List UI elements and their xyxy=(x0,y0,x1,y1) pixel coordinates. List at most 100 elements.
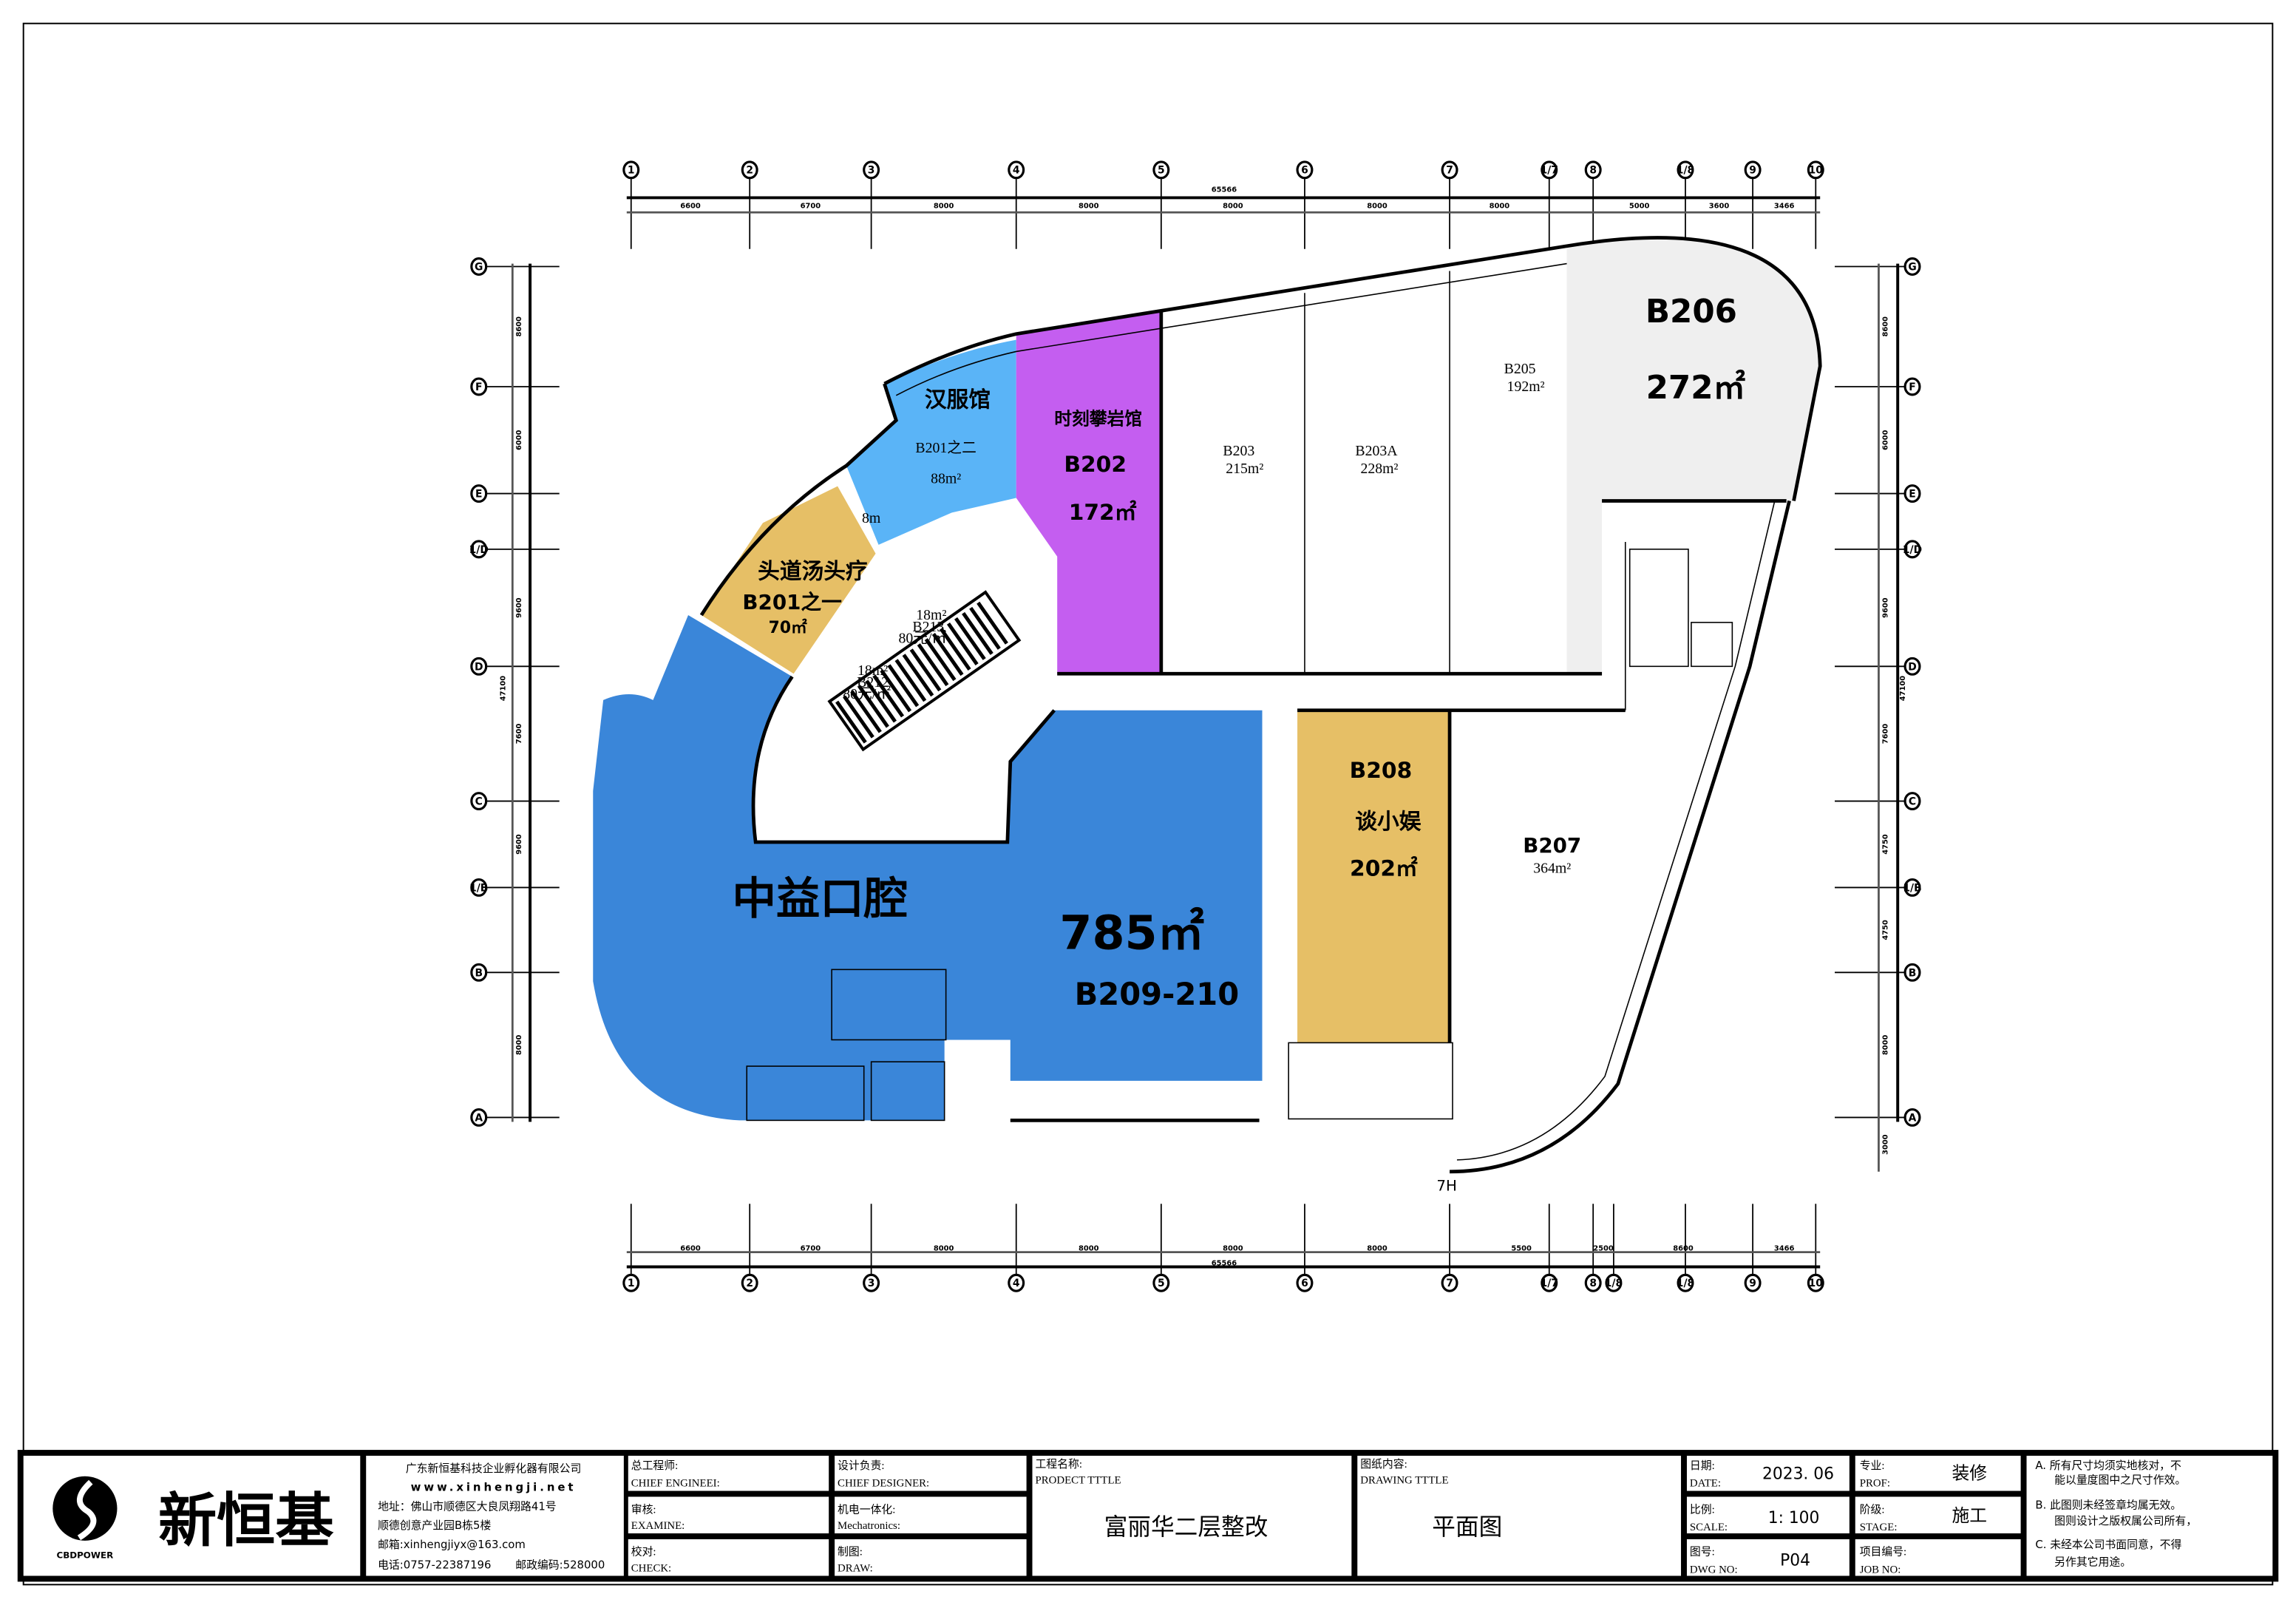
dwg-no-label-en: DWG NO: xyxy=(1690,1564,1738,1576)
axis-bubble-right: 1/D xyxy=(1903,540,1922,559)
svg-text:6: 6 xyxy=(1301,1278,1308,1289)
label-b205-area: 192m² xyxy=(1507,379,1545,395)
label-b206-area: 272㎡ xyxy=(1646,370,1746,407)
label-b212-code: B212 xyxy=(857,674,889,691)
logo-subtext: CBDPOWER xyxy=(56,1550,113,1561)
axis-bubble-right: D xyxy=(1903,657,1921,676)
room-b201a-fill[interactable] xyxy=(701,486,876,674)
outer-wall-east xyxy=(1450,500,1791,1174)
dimension-label: 3600 xyxy=(1709,202,1730,210)
total-height-label: 47100 xyxy=(499,676,507,702)
axis-bubble-left: C xyxy=(470,792,488,811)
axis-bubble-bottom: 6 xyxy=(1296,1273,1314,1292)
axis-bubble-bottom: 10 xyxy=(1807,1273,1824,1292)
date-label-en: DATE: xyxy=(1690,1478,1721,1490)
svg-text:2: 2 xyxy=(746,1278,753,1289)
room-b206-fill[interactable] xyxy=(1566,237,1821,674)
axis-bubble-right: A xyxy=(1903,1108,1921,1127)
dimension-label: 8000 xyxy=(1223,202,1243,210)
axis-bubble-bottom: 4 xyxy=(1008,1273,1025,1292)
dimension-label: 8000 xyxy=(934,202,954,210)
check-label-en: CHECK: xyxy=(631,1562,671,1574)
label-b208-area: 202㎡ xyxy=(1350,856,1418,882)
label-b209-name: 中益口腔 xyxy=(732,874,908,925)
title-block-cell xyxy=(1686,1496,1850,1533)
company-email: 邮箱:xinhengjiyx@163.com xyxy=(378,1538,526,1551)
dimension-label: 8000 xyxy=(1490,202,1510,210)
svg-text:6: 6 xyxy=(1301,165,1308,177)
axis-bubble-left: A xyxy=(470,1108,488,1127)
note-a-1: A. 所有尺寸均须实地核对，不 xyxy=(2035,1459,2181,1472)
room-b208-fill[interactable] xyxy=(1297,710,1450,1043)
title-block: CBDPOWER 新恒基 广东新恒基科技企业孵化器有限公司 www.xinhen… xyxy=(17,1450,2279,1582)
drawing-title-value: 平面图 xyxy=(1432,1514,1502,1541)
label-b201b-note: 8m xyxy=(862,510,881,526)
dimension-label: 9600 xyxy=(515,597,523,618)
room-b201b-fill[interactable] xyxy=(846,339,1016,545)
dimension-label: 8000 xyxy=(1223,1245,1243,1253)
svg-text:D: D xyxy=(475,661,483,673)
company-address-2: 顺德创意产业园B栋5楼 xyxy=(378,1519,491,1532)
examine-label-en: EXAMINE: xyxy=(631,1520,685,1532)
axis-bubble-top: 3 xyxy=(863,160,880,180)
title-block-cell xyxy=(2026,1456,2273,1576)
title-block-cell xyxy=(1686,1456,1850,1491)
scale-label-en: SCALE: xyxy=(1690,1522,1728,1533)
draw-label-en: DRAW: xyxy=(838,1562,873,1574)
axis-bubble-top: 10 xyxy=(1807,160,1824,180)
axis-bubble-bottom: 7 xyxy=(1441,1273,1458,1292)
axis-bubble-top: 7 xyxy=(1441,160,1458,180)
title-block-cell xyxy=(366,1456,624,1576)
dimension-label: 7600 xyxy=(1881,724,1889,745)
date-label: 日期: xyxy=(1690,1459,1715,1472)
logo-text: 新恒基 xyxy=(158,1486,334,1555)
axis-bubble-right: 1/B xyxy=(1903,878,1922,897)
chief-engineer-label: 总工程师: xyxy=(631,1459,679,1472)
stage-value: 施工 xyxy=(1952,1505,1988,1526)
axis-bubble-top: 1/7 xyxy=(1541,160,1558,180)
label-b203-area: 215m² xyxy=(1226,461,1263,477)
axis-bubble-top: 2 xyxy=(741,160,758,180)
svg-text:2: 2 xyxy=(746,165,753,177)
dimension-label: 8600 xyxy=(1673,1245,1694,1253)
axis-bubble-top: 1/8 xyxy=(1677,160,1694,180)
dimension-label: 6700 xyxy=(801,1245,821,1253)
title-block-cell xyxy=(835,1539,1027,1576)
designer-label: 设计负责: xyxy=(838,1459,884,1472)
dimension-label: 9600 xyxy=(1881,597,1889,618)
restroom xyxy=(870,1061,945,1122)
dimension-label: 8600 xyxy=(515,316,523,337)
label-b209-code: B209-210 xyxy=(1075,976,1240,1012)
label-b207-area: 364m² xyxy=(1533,861,1571,877)
room-b202-fill[interactable] xyxy=(1016,310,1161,674)
axis-bubble-left: 1/B xyxy=(469,878,488,897)
label-b202-area: 172㎡ xyxy=(1069,500,1137,526)
label-b213-code: B213 xyxy=(912,619,944,635)
project-title-value: 富丽华二层整改 xyxy=(1104,1514,1268,1541)
svg-text:1/8: 1/8 xyxy=(1677,1278,1694,1289)
note-b-1: B. 此图则未经签章均属无效。 xyxy=(2035,1498,2181,1511)
scale-label: 比例: xyxy=(1690,1503,1715,1516)
company-postcode: 邮政编码:528000 xyxy=(515,1559,605,1572)
project-title-label: 工程名称: xyxy=(1035,1458,1081,1471)
examine-label: 审核: xyxy=(631,1503,656,1516)
axis-bubble-top: 5 xyxy=(1152,160,1170,180)
stair-south xyxy=(1288,1042,1453,1120)
drawing-frame xyxy=(22,22,2274,1586)
mechatronics-label-en: Mechatronics: xyxy=(838,1520,900,1532)
axis-bubble-bottom: 8 xyxy=(1584,1273,1602,1292)
stage-label-en: STAGE: xyxy=(1860,1522,1898,1533)
axis-bubble-right: G xyxy=(1903,257,1921,277)
svg-text:10: 10 xyxy=(1809,165,1823,177)
dimension-label: 8600 xyxy=(1881,316,1889,337)
title-block-cell xyxy=(1855,1496,2021,1533)
total-height-label: 47100 xyxy=(1899,676,1907,702)
drawing-title-label-en: DRAWING TTTLE xyxy=(1360,1475,1448,1487)
dimension-label: 8000 xyxy=(1367,1245,1388,1253)
stair-east xyxy=(1628,549,1689,668)
svg-text:7: 7 xyxy=(1446,165,1453,177)
axis-bubble-top: 8 xyxy=(1584,160,1602,180)
axis-bubble-bottom: 9 xyxy=(1744,1273,1762,1292)
note-c-2: 另作其它用途。 xyxy=(2054,1556,2131,1569)
